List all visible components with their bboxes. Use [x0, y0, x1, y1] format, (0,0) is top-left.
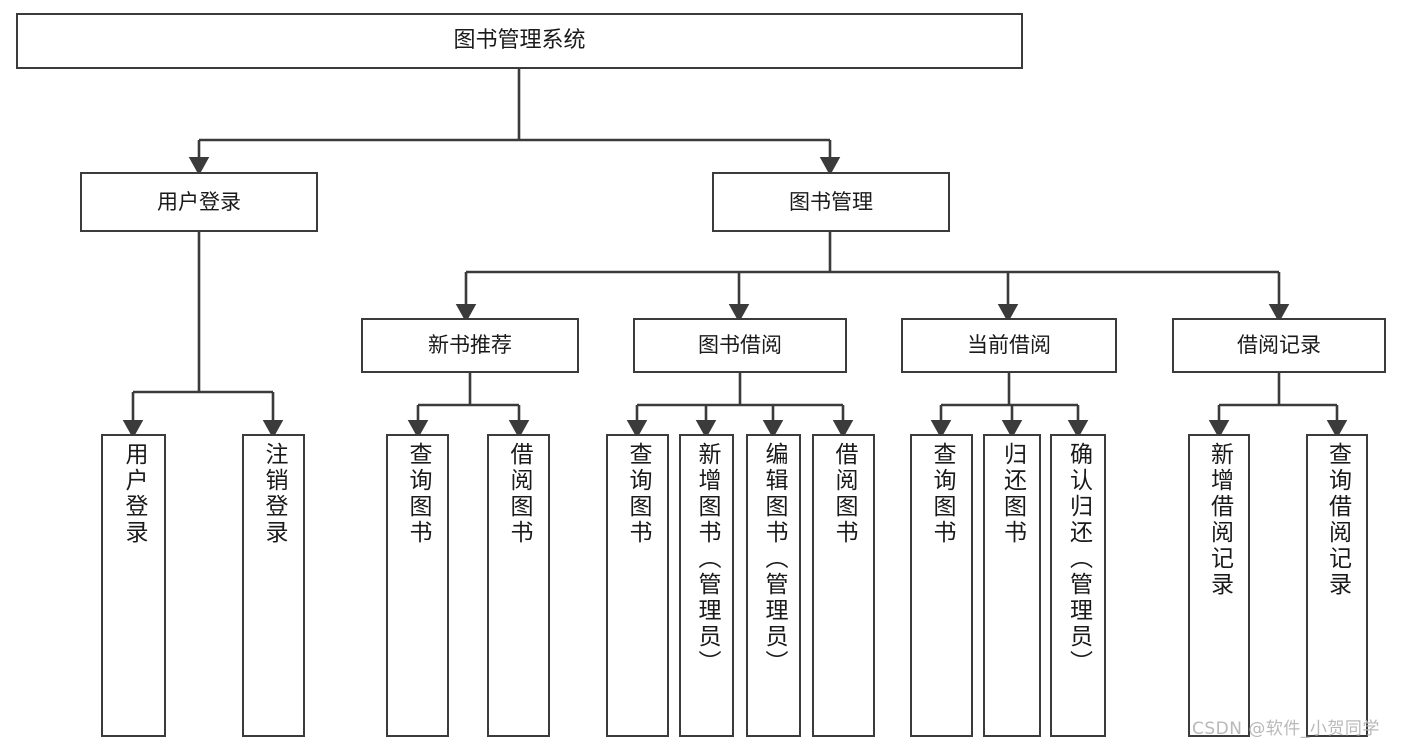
node-label: 图书管理系统 — [453, 28, 586, 54]
node-leaf-user-logout[interactable]: 注销登录 — [242, 434, 305, 737]
node-current-borrow[interactable]: 当前借阅 — [901, 318, 1117, 373]
node-leaf-add-book-admin[interactable]: 新增图书（管理员） — [679, 434, 734, 737]
node-label: 新增图书（管理员） — [694, 442, 720, 676]
node-label: 用户登录 — [121, 442, 147, 546]
node-label: 归还图书 — [999, 442, 1026, 546]
node-label: 查询图书 — [625, 442, 651, 546]
node-label: 查询借阅记录 — [1324, 442, 1351, 598]
node-leaf-query-borrow-record[interactable]: 查询借阅记录 — [1306, 434, 1368, 737]
node-label: 图书管理 — [789, 189, 873, 214]
node-label: 借阅记录 — [1237, 333, 1321, 358]
csdn-watermark: CSDN @软件_小贺同学 — [1192, 719, 1380, 739]
node-label: 确认归还（管理员） — [1065, 442, 1092, 676]
node-label: 新书推荐 — [428, 333, 512, 358]
node-label: 编辑图书（管理员） — [761, 442, 787, 676]
node-leaf-user-login[interactable]: 用户登录 — [101, 434, 166, 737]
node-borrow-record[interactable]: 借阅记录 — [1172, 318, 1386, 373]
node-label: 新增借阅记录 — [1206, 442, 1233, 598]
node-leaf-confirm-return-admin[interactable]: 确认归还（管理员） — [1050, 434, 1106, 737]
node-label: 当前借阅 — [967, 333, 1051, 358]
node-root-system[interactable]: 图书管理系统 — [16, 13, 1023, 69]
node-label: 查询图书 — [929, 442, 955, 546]
node-book-borrow[interactable]: 图书借阅 — [633, 318, 847, 373]
node-label: 图书借阅 — [698, 333, 782, 358]
node-label: 借阅图书 — [831, 442, 857, 546]
node-new-book-recommend[interactable]: 新书推荐 — [361, 318, 579, 373]
node-label: 查询图书 — [405, 442, 431, 546]
node-label: 用户登录 — [157, 189, 241, 214]
node-leaf-add-borrow-record[interactable]: 新增借阅记录 — [1188, 434, 1250, 737]
node-leaf-borrow-book-recommend[interactable]: 借阅图书 — [487, 434, 550, 737]
node-leaf-edit-book-admin[interactable]: 编辑图书（管理员） — [746, 434, 801, 737]
node-leaf-query-book-recommend[interactable]: 查询图书 — [386, 434, 449, 737]
node-leaf-borrow-book[interactable]: 借阅图书 — [812, 434, 875, 737]
node-user-login[interactable]: 用户登录 — [80, 172, 318, 232]
node-book-management[interactable]: 图书管理 — [712, 172, 950, 232]
node-leaf-query-book-current[interactable]: 查询图书 — [910, 434, 973, 737]
node-leaf-query-book-borrow[interactable]: 查询图书 — [606, 434, 669, 737]
node-label: 借阅图书 — [506, 442, 532, 546]
node-label: 注销登录 — [261, 442, 287, 546]
node-leaf-return-book[interactable]: 归还图书 — [983, 434, 1041, 737]
